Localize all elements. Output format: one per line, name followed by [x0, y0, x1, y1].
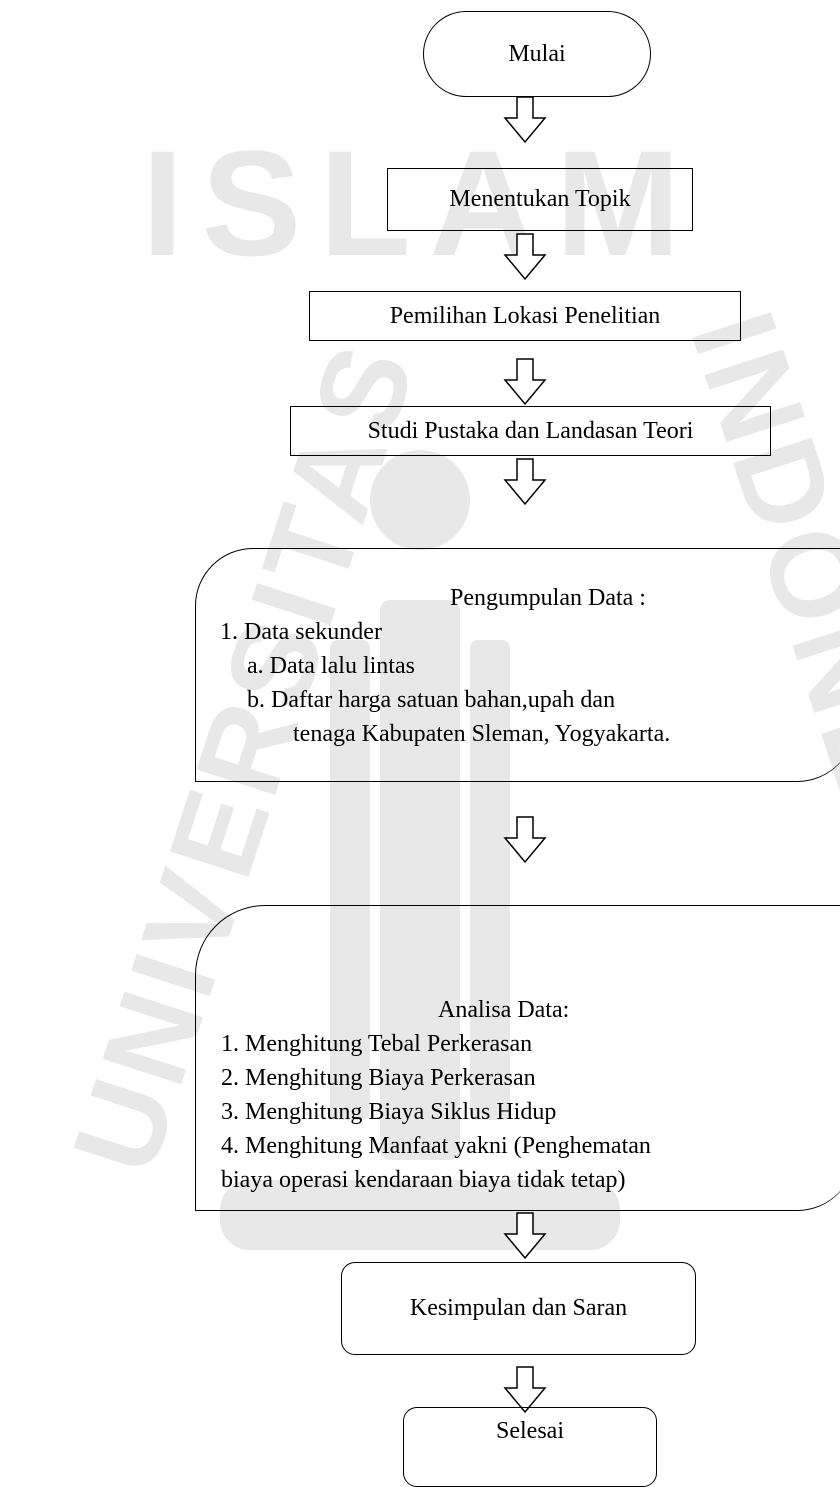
step-literature-review-label: Studi Pustaka dan Landasan Teori — [367, 417, 694, 444]
conclusion-label: Kesimpulan dan Saran — [409, 1295, 628, 1321]
arrow-down-icon — [503, 1212, 547, 1260]
data-collection-box: Pengumpulan Data : 1. Data sekunder a. D… — [195, 548, 840, 782]
step-determine-topic-label: Menentukan Topik — [449, 186, 631, 212]
analysis-item-1: 1. Menghitung Tebal Perkerasan — [221, 1031, 533, 1057]
end-terminal: Selesai — [403, 1407, 657, 1487]
start-terminal: Mulai — [423, 11, 651, 97]
start-label: Mulai — [508, 40, 566, 67]
arrow-down-icon — [503, 358, 547, 406]
step-determine-topic: Menentukan Topik — [387, 168, 693, 231]
data-collection-item-1b: b. Daftar harga satuan bahan,upah dan — [247, 687, 616, 713]
analysis-title: Analisa Data: — [438, 997, 570, 1023]
analysis-item-3: 3. Menghitung Biaya Siklus Hidup — [221, 1099, 557, 1125]
data-collection-item-1: 1. Data sekunder — [220, 619, 382, 645]
analysis-item-4-cont: biaya operasi kendaraan biaya tidak teta… — [221, 1167, 626, 1193]
data-collection-item-1a: a. Data lalu lintas — [247, 653, 415, 679]
arrow-down-icon — [503, 233, 547, 281]
watermark-text-top: ISLAM — [142, 119, 699, 287]
arrow-down-icon — [503, 1366, 547, 1414]
data-collection-title: Pengumpulan Data : — [450, 585, 646, 611]
arrow-down-icon — [503, 816, 547, 864]
step-location-selection: Pemilihan Lokasi Penelitian — [309, 291, 741, 341]
step-literature-review: Studi Pustaka dan Landasan Teori — [290, 406, 771, 456]
step-location-selection-label: Pemilihan Lokasi Penelitian — [389, 302, 661, 329]
arrow-down-icon — [503, 96, 547, 144]
analysis-item-2: 2. Menghitung Biaya Perkerasan — [221, 1065, 536, 1091]
arrow-down-icon — [503, 458, 547, 506]
end-label: Selesai — [496, 1417, 564, 1444]
conclusion-box: Kesimpulan dan Saran — [341, 1262, 696, 1355]
data-collection-item-1b-cont: tenaga Kabupaten Sleman, Yogyakarta. — [293, 721, 671, 747]
analysis-item-4: 4. Menghitung Manfaat yakni (Penghematan — [221, 1133, 651, 1159]
analysis-box: Analisa Data: 1. Menghitung Tebal Perker… — [195, 905, 840, 1211]
